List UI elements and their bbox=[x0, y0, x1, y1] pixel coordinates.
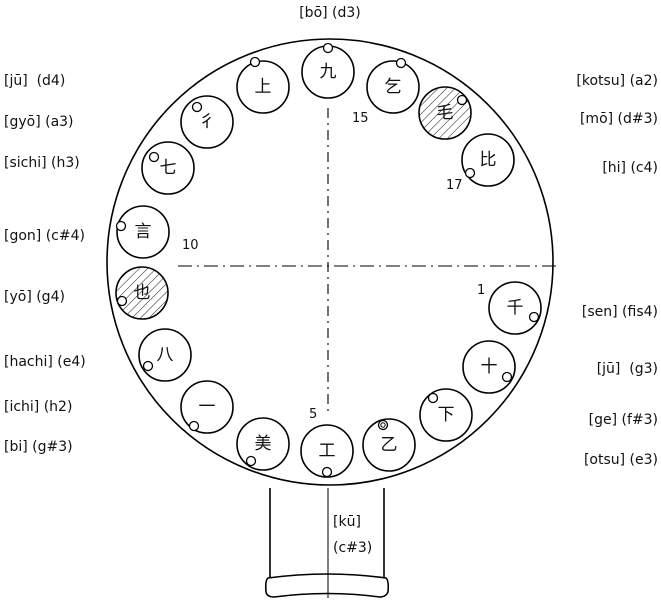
instrument-base bbox=[264, 573, 390, 598]
hole-circle bbox=[462, 340, 516, 394]
thumb-hole-marker-icon bbox=[116, 295, 128, 307]
hole-character: 言 bbox=[135, 222, 152, 242]
thumb-hole-marker-icon bbox=[321, 466, 333, 478]
right-label: [kotsu] (a2) bbox=[576, 73, 658, 89]
finger-hole: 美 bbox=[236, 417, 290, 471]
thumb-hole-marker-icon bbox=[464, 167, 476, 179]
neck-label-name: [kū] bbox=[333, 514, 361, 530]
hole-circle bbox=[366, 60, 420, 114]
hatched-hole-circle bbox=[115, 266, 169, 320]
thumb-hole-marker-icon bbox=[191, 101, 203, 113]
hole-character: 八 bbox=[157, 345, 174, 365]
thumb-hole-marker-icon bbox=[377, 419, 389, 431]
hole-character: 乞 bbox=[385, 77, 402, 97]
hole-number-1: 1 bbox=[477, 283, 485, 298]
left-label: [gyō] (a3) bbox=[4, 114, 74, 130]
finger-hole: 八 bbox=[138, 328, 192, 382]
finger-hole: 毛 bbox=[418, 86, 472, 140]
thumb-hole-marker-icon bbox=[456, 94, 468, 106]
instrument-neck: [kū] (c#3) bbox=[264, 488, 390, 598]
thumb-hole-marker-icon bbox=[322, 42, 334, 54]
finger-hole: 七 bbox=[141, 141, 195, 195]
neck-label-pitch: (c#3) bbox=[333, 540, 372, 556]
hole-character: 比 bbox=[480, 150, 497, 170]
hole-character: 彳 bbox=[199, 112, 216, 132]
finger-hole: 乞 bbox=[366, 57, 420, 114]
left-label: [sichi] (h3) bbox=[4, 155, 80, 171]
thumb-hole-marker-icon bbox=[427, 392, 439, 404]
finger-hole: 一 bbox=[180, 380, 234, 434]
inner-ring-icon bbox=[380, 422, 386, 428]
hole-circle bbox=[116, 205, 170, 259]
finger-hole: 千 bbox=[488, 281, 542, 335]
hole-character: 十 bbox=[481, 357, 498, 377]
finger-hole: 也 bbox=[115, 266, 169, 320]
thumb-hole-marker-icon bbox=[249, 56, 261, 68]
finger-hole: 工 bbox=[300, 424, 354, 478]
hole-circle bbox=[236, 60, 290, 114]
top-label: [bō] (d3) bbox=[299, 5, 361, 21]
right-label: [mō] (d#3) bbox=[580, 111, 658, 127]
left-label: [gon] (c#4) bbox=[4, 228, 85, 244]
hole-character: 一 bbox=[199, 397, 216, 417]
right-label: [hi] (c4) bbox=[602, 160, 658, 176]
right-label: [jū] (g3) bbox=[597, 361, 658, 377]
thumb-hole-marker-icon bbox=[148, 151, 160, 163]
hole-character: 美 bbox=[255, 434, 272, 454]
thumb-hole-marker-icon bbox=[395, 57, 407, 69]
hole-character: 下 bbox=[438, 405, 455, 425]
finger-hole: 彳 bbox=[180, 95, 234, 149]
hole-number-15: 15 bbox=[352, 111, 369, 126]
finger-hole: 乙 bbox=[362, 418, 416, 472]
hole-character: 工 bbox=[319, 441, 336, 461]
finger-hole: 十 bbox=[462, 340, 516, 394]
left-label: [ichi] (h2) bbox=[4, 399, 72, 415]
right-label: [ge] (f#3) bbox=[589, 412, 658, 428]
thumb-hole-marker-icon bbox=[245, 455, 257, 467]
finger-hole: 上 bbox=[236, 56, 290, 114]
finger-hole: 比 bbox=[461, 133, 515, 187]
left-label: [jū] (d4) bbox=[4, 73, 65, 89]
finger-hole: 言 bbox=[115, 205, 170, 259]
hole-circle bbox=[488, 281, 542, 335]
hole-circle bbox=[362, 418, 416, 472]
hole-character: 九 bbox=[320, 62, 337, 82]
thumb-hole-marker-icon bbox=[528, 311, 540, 323]
thumb-hole-marker-icon bbox=[501, 371, 513, 383]
finger-hole: 下 bbox=[419, 388, 473, 442]
left-label: [yō] (g4) bbox=[4, 289, 65, 305]
thumb-hole-marker-icon bbox=[188, 420, 200, 432]
hole-character: 毛 bbox=[437, 103, 454, 123]
hole-character: 乙 bbox=[381, 435, 398, 455]
hole-character: 也 bbox=[134, 283, 151, 303]
finger-hole: 九 bbox=[301, 42, 355, 99]
right-label: [otsu] (e3) bbox=[584, 452, 658, 468]
hole-number-17: 17 bbox=[446, 178, 463, 193]
instrument-body bbox=[106, 38, 554, 486]
thumb-hole-marker-icon bbox=[115, 220, 127, 232]
hole-character: 千 bbox=[507, 298, 524, 318]
hole-circle bbox=[180, 380, 234, 434]
hole-character: 七 bbox=[160, 158, 177, 178]
thumb-hole-marker-icon bbox=[142, 360, 154, 372]
left-label: [bi] (g#3) bbox=[4, 439, 73, 455]
hole-character: 上 bbox=[255, 77, 272, 97]
right-label: [sen] (fis4) bbox=[582, 304, 658, 320]
hole-number-10: 10 bbox=[182, 238, 199, 253]
left-label: [hachi] (e4) bbox=[4, 354, 86, 370]
hole-number-5: 5 bbox=[309, 407, 317, 422]
